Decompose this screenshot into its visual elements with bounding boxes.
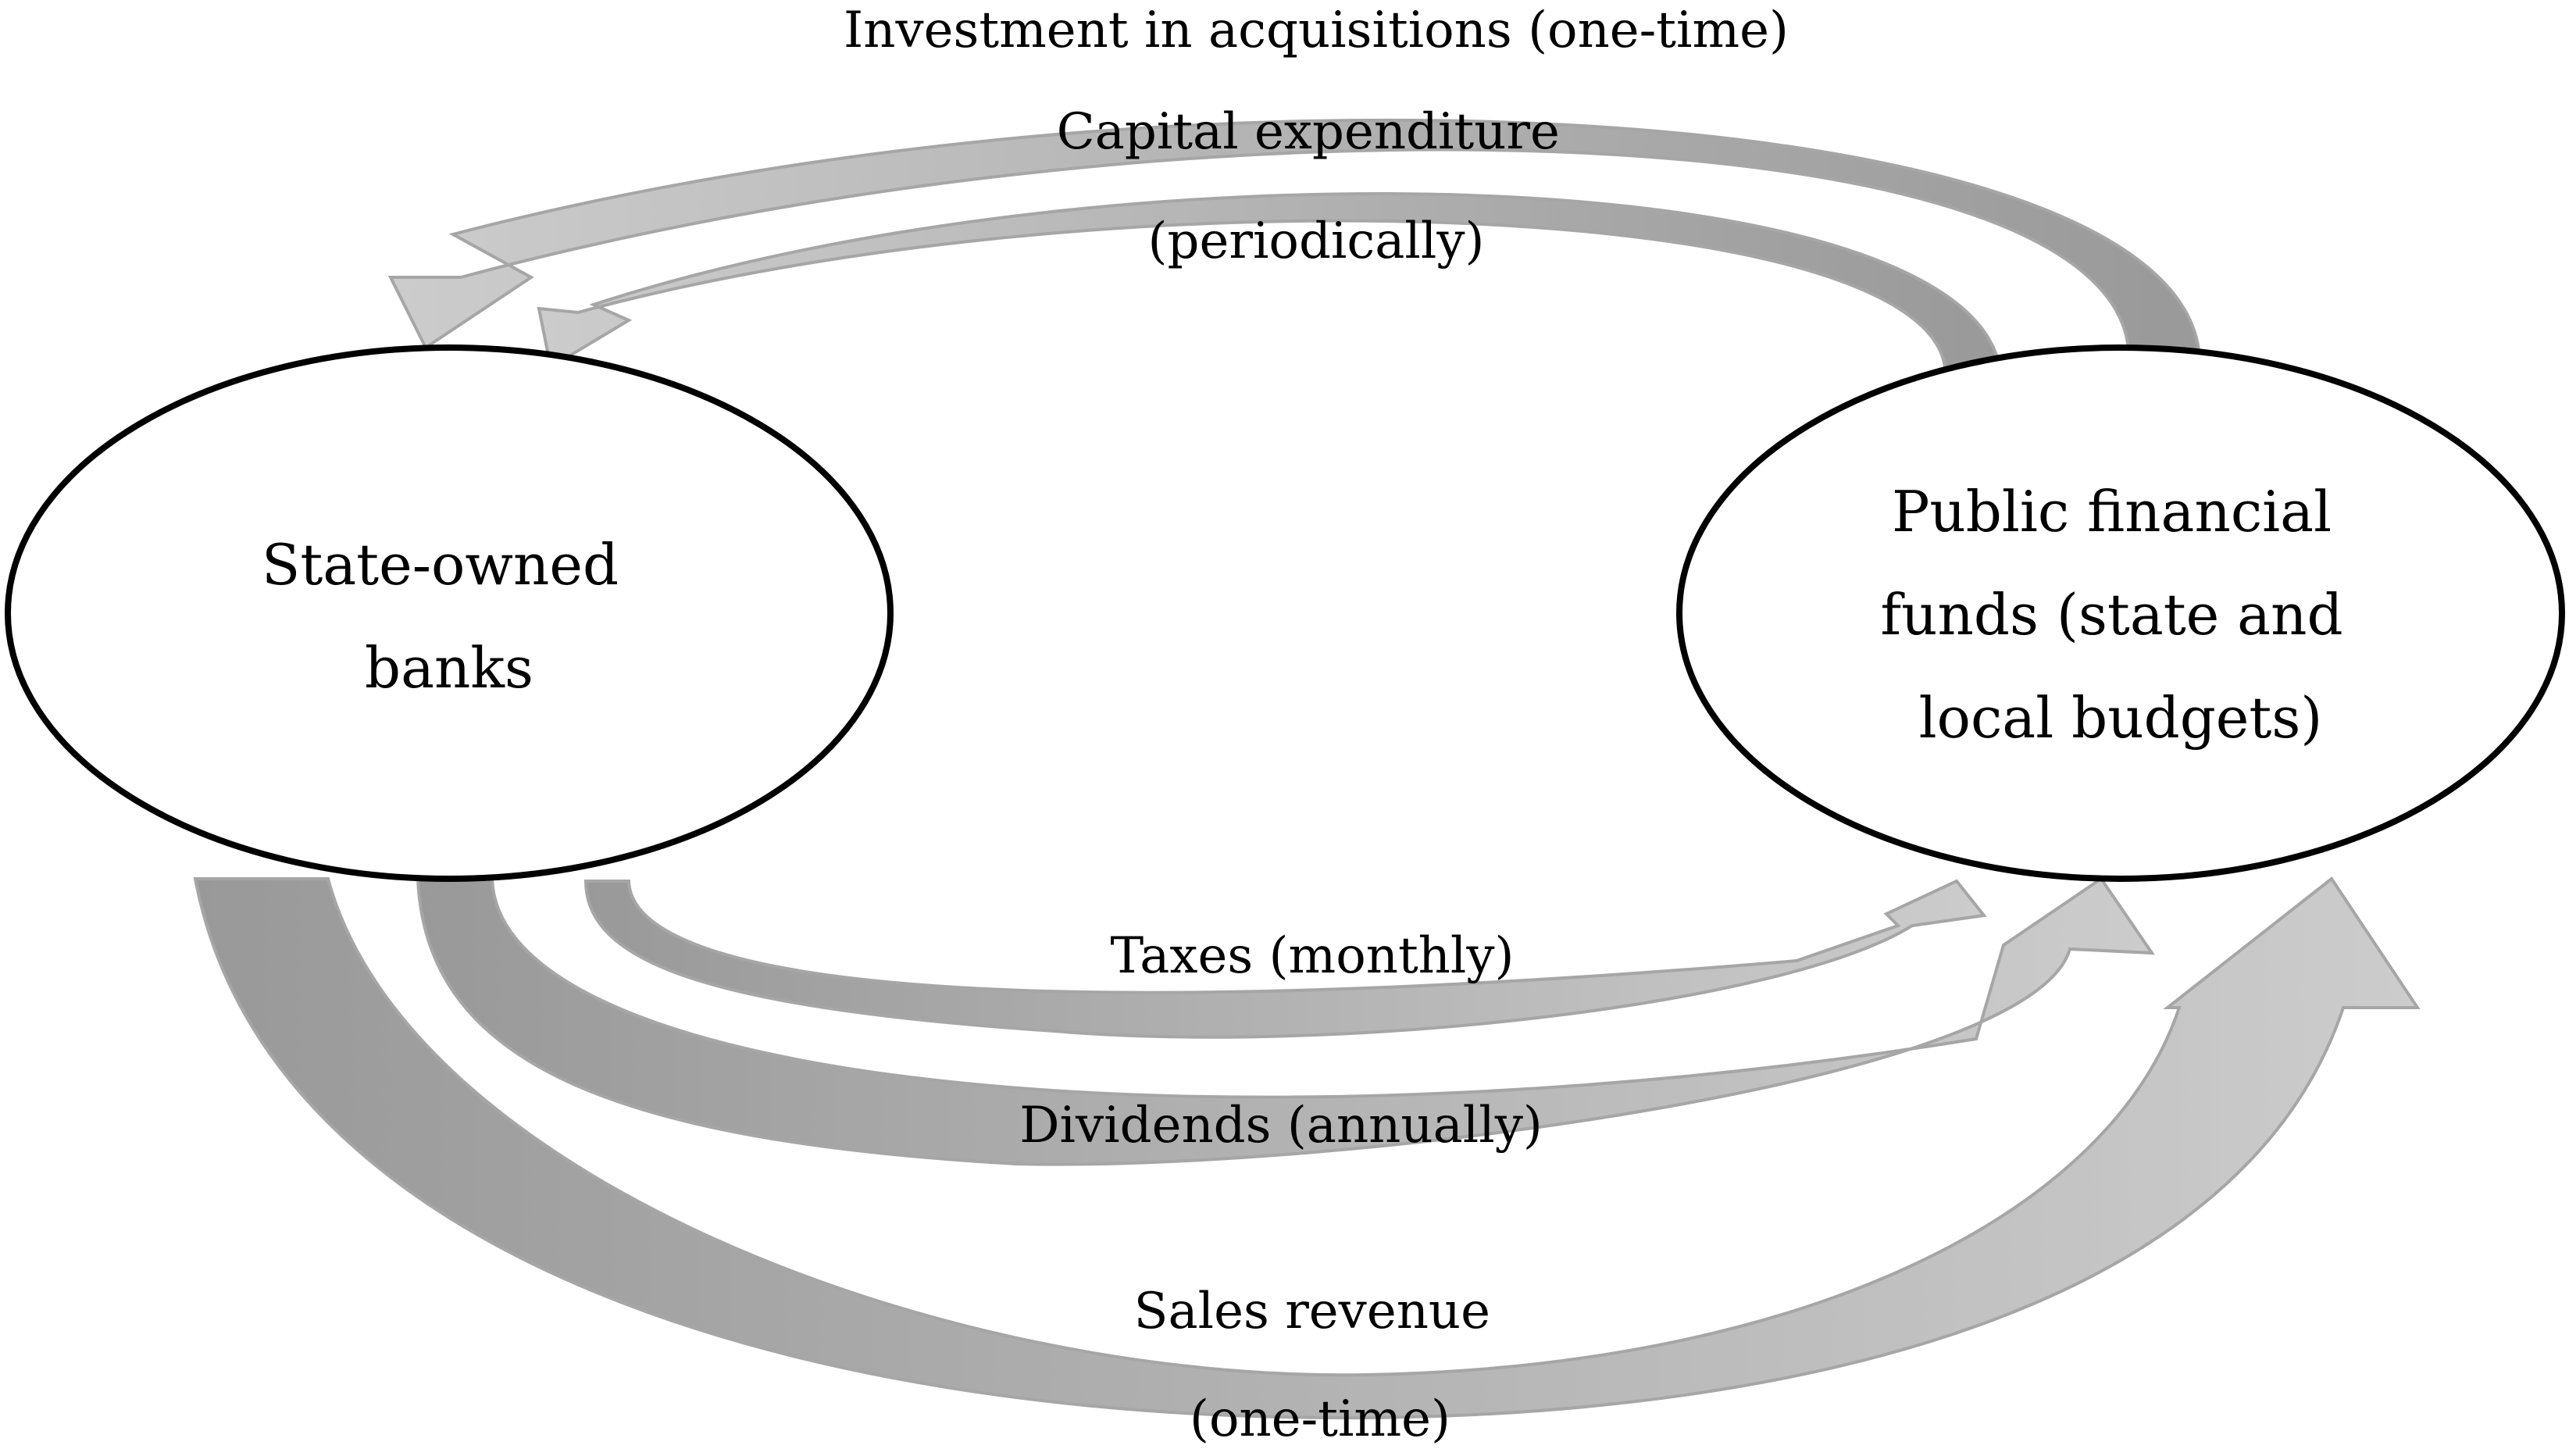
- sales-label: Sales revenue (one-time): [1134, 1283, 1507, 1448]
- public-financial-funds-node: [1676, 344, 2565, 882]
- banks-label: State-owned banks: [262, 532, 637, 701]
- capex-label: Capital expenditure (periodically): [1057, 103, 1575, 270]
- dividends-label: Dividends (annually): [1019, 1097, 1543, 1154]
- dividends-arrow: [416, 876, 2155, 1166]
- funds-label-line-1: Public financial: [1892, 479, 2332, 544]
- funds-label: Public financial funds (state and local …: [1881, 479, 2361, 751]
- banks-label-line-2: banks: [365, 635, 533, 701]
- sales-label-line-2: (one-time): [1190, 1390, 1450, 1448]
- funds-label-line-2: funds (state and: [1881, 582, 2343, 648]
- acquisitions-arrow: [387, 118, 2201, 352]
- sales-label-line-1: Sales revenue: [1134, 1283, 1490, 1340]
- capex-label-line-2: (periodically): [1148, 212, 1485, 270]
- sales-arrow: [193, 876, 2421, 1420]
- banks-label-line-1: State-owned: [262, 532, 619, 598]
- capex-arrow: [537, 192, 2002, 370]
- capex-label-line-1: Capital expenditure: [1057, 103, 1560, 161]
- funds-label-line-3: local budgets): [1919, 685, 2323, 751]
- taxes-label: Taxes (monthly): [1111, 927, 1515, 985]
- taxes-arrow: [583, 879, 1987, 1039]
- state-owned-banks-node: [5, 344, 894, 882]
- acquisitions-label: Investment in acquisitions (one-time): [844, 2, 1789, 59]
